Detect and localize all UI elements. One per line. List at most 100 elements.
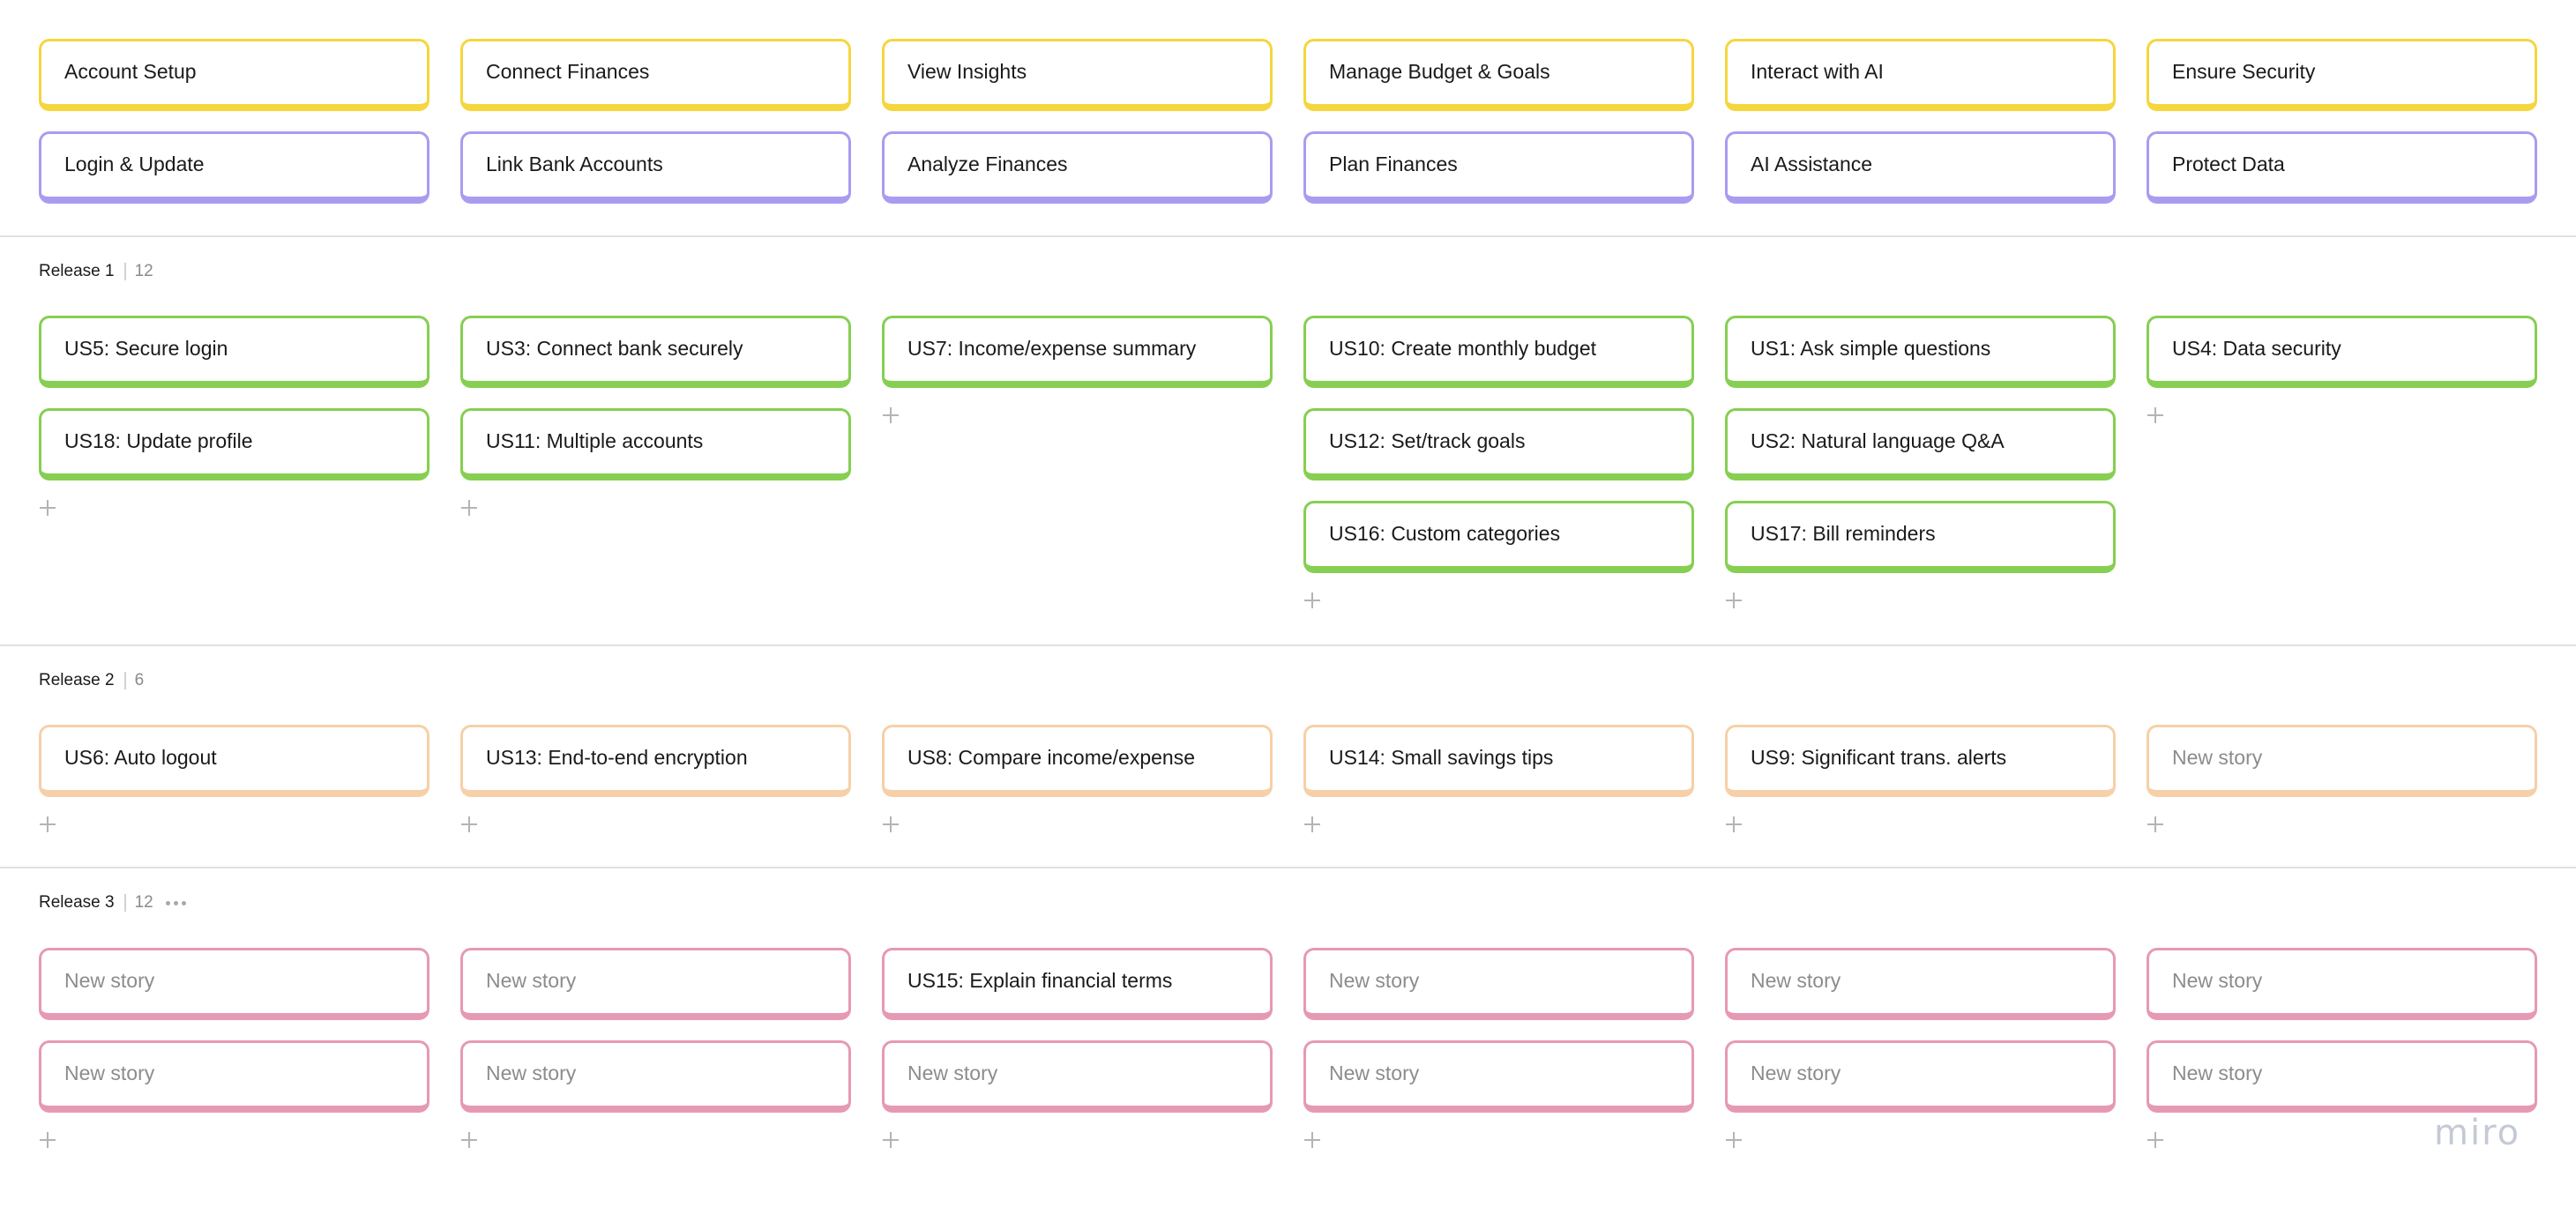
story-label: New story [1751,968,1841,992]
story-card[interactable]: US7: Income/expense summary [882,316,1273,388]
story-label: New story [64,1061,155,1084]
plus-icon[interactable] [40,1132,56,1148]
story-label: US1: Ask simple questions [1751,336,1991,360]
story-card[interactable]: US1: Ask simple questions [1725,316,2116,388]
new-story-card[interactable]: New story [1725,948,2116,1020]
new-story-card[interactable]: New story [1303,948,1694,1020]
story-card[interactable]: US14: Small savings tips [1303,725,1694,797]
activity-card[interactable]: Interact with AI [1725,39,2116,111]
task-card[interactable]: Analyze Finances [882,131,1273,204]
new-story-card[interactable]: New story [2147,948,2537,1020]
story-label: New story [64,968,155,992]
task-label: Login & Update [64,152,205,175]
story-label: New story [1329,968,1420,992]
new-story-card[interactable]: New story [460,948,851,1020]
plus-icon[interactable] [40,500,56,516]
story-label: New story [486,1061,577,1084]
new-story-card[interactable]: New story [39,948,429,1020]
story-card[interactable]: US8: Compare income/expense [882,725,1273,797]
activity-card[interactable]: Account Setup [39,39,429,111]
story-label: US15: Explain financial terms [907,968,1173,992]
story-label: US12: Set/track goals [1329,428,1526,452]
new-story-card[interactable]: New story [2147,1040,2537,1113]
plus-icon[interactable] [883,1132,899,1148]
activity-label: Ensure Security [2172,59,2316,83]
new-story-card[interactable]: New story [882,1040,1273,1113]
new-story-card[interactable]: New story [1725,1040,2116,1113]
story-label: US8: Compare income/expense [907,745,1195,769]
release-separator [123,672,126,689]
task-label: Protect Data [2172,152,2285,175]
ellipsis-icon[interactable] [165,900,186,905]
release-story-count: 12 [134,262,153,280]
story-card[interactable]: US10: Create monthly budget [1303,316,1694,388]
story-card[interactable]: US17: Bill reminders [1725,501,2116,573]
story-card[interactable]: US15: Explain financial terms [882,948,1273,1020]
story-label: US7: Income/expense summary [907,336,1197,360]
story-label: US11: Multiple accounts [486,428,704,452]
story-label: New story [2172,1061,2263,1084]
release-story-count: 12 [134,893,153,912]
plus-icon[interactable] [461,500,477,516]
story-label: US2: Natural language Q&A [1751,428,2005,452]
task-card[interactable]: Login & Update [39,131,429,204]
new-story-card[interactable]: New story [2147,725,2537,797]
task-card[interactable]: AI Assistance [1725,131,2116,204]
story-card[interactable]: US11: Multiple accounts [460,408,851,481]
task-card[interactable]: Protect Data [2147,131,2537,204]
plus-icon[interactable] [40,816,56,832]
plus-icon[interactable] [461,816,477,832]
activity-label: View Insights [907,59,1027,83]
activity-card[interactable]: Ensure Security [2147,39,2537,111]
plus-icon[interactable] [1726,1132,1742,1148]
story-card[interactable]: US5: Secure login [39,316,429,388]
story-label: US16: Custom categories [1329,521,1561,545]
story-label: US17: Bill reminders [1751,521,1936,545]
activity-label: Manage Budget & Goals [1329,59,1550,83]
release-name: Release 1 [39,262,115,280]
plus-icon[interactable] [883,816,899,832]
new-story-card[interactable]: New story [1303,1040,1694,1113]
activity-label: Account Setup [64,59,197,83]
release-header[interactable]: Release 1 12 [39,262,153,281]
story-card[interactable]: US13: End-to-end encryption [460,725,851,797]
new-story-card[interactable]: New story [460,1040,851,1113]
story-label: US5: Secure login [64,336,228,360]
plus-icon[interactable] [1726,816,1742,832]
plus-icon[interactable] [2147,1132,2163,1148]
activity-label: Interact with AI [1751,59,1884,83]
task-card[interactable]: Plan Finances [1303,131,1694,204]
story-card[interactable]: US4: Data security [2147,316,2537,388]
story-label: US10: Create monthly budget [1329,336,1597,360]
activity-card[interactable]: Connect Finances [460,39,851,111]
story-label: New story [486,968,577,992]
plus-icon[interactable] [1304,1132,1320,1148]
story-label: New story [907,1061,998,1084]
story-label: New story [2172,745,2263,769]
release-name: Release 2 [39,671,115,689]
release-divider [0,235,2576,237]
activity-card[interactable]: View Insights [882,39,1273,111]
plus-icon[interactable] [2147,407,2163,423]
story-card[interactable]: US12: Set/track goals [1303,408,1694,481]
story-card[interactable]: US6: Auto logout [39,725,429,797]
plus-icon[interactable] [1726,592,1742,608]
plus-icon[interactable] [1304,816,1320,832]
plus-icon[interactable] [2147,816,2163,832]
plus-icon[interactable] [461,1132,477,1148]
task-card[interactable]: Link Bank Accounts [460,131,851,204]
task-label: AI Assistance [1751,152,1873,175]
story-card[interactable]: US16: Custom categories [1303,501,1694,573]
new-story-card[interactable]: New story [39,1040,429,1113]
story-card[interactable]: US9: Significant trans. alerts [1725,725,2116,797]
story-card[interactable]: US2: Natural language Q&A [1725,408,2116,481]
plus-icon[interactable] [1304,592,1320,608]
story-label: US3: Connect bank securely [486,336,743,360]
plus-icon[interactable] [883,407,899,423]
story-card[interactable]: US3: Connect bank securely [460,316,851,388]
story-card[interactable]: US18: Update profile [39,408,429,481]
activity-card[interactable]: Manage Budget & Goals [1303,39,1694,111]
story-label: US18: Update profile [64,428,253,452]
